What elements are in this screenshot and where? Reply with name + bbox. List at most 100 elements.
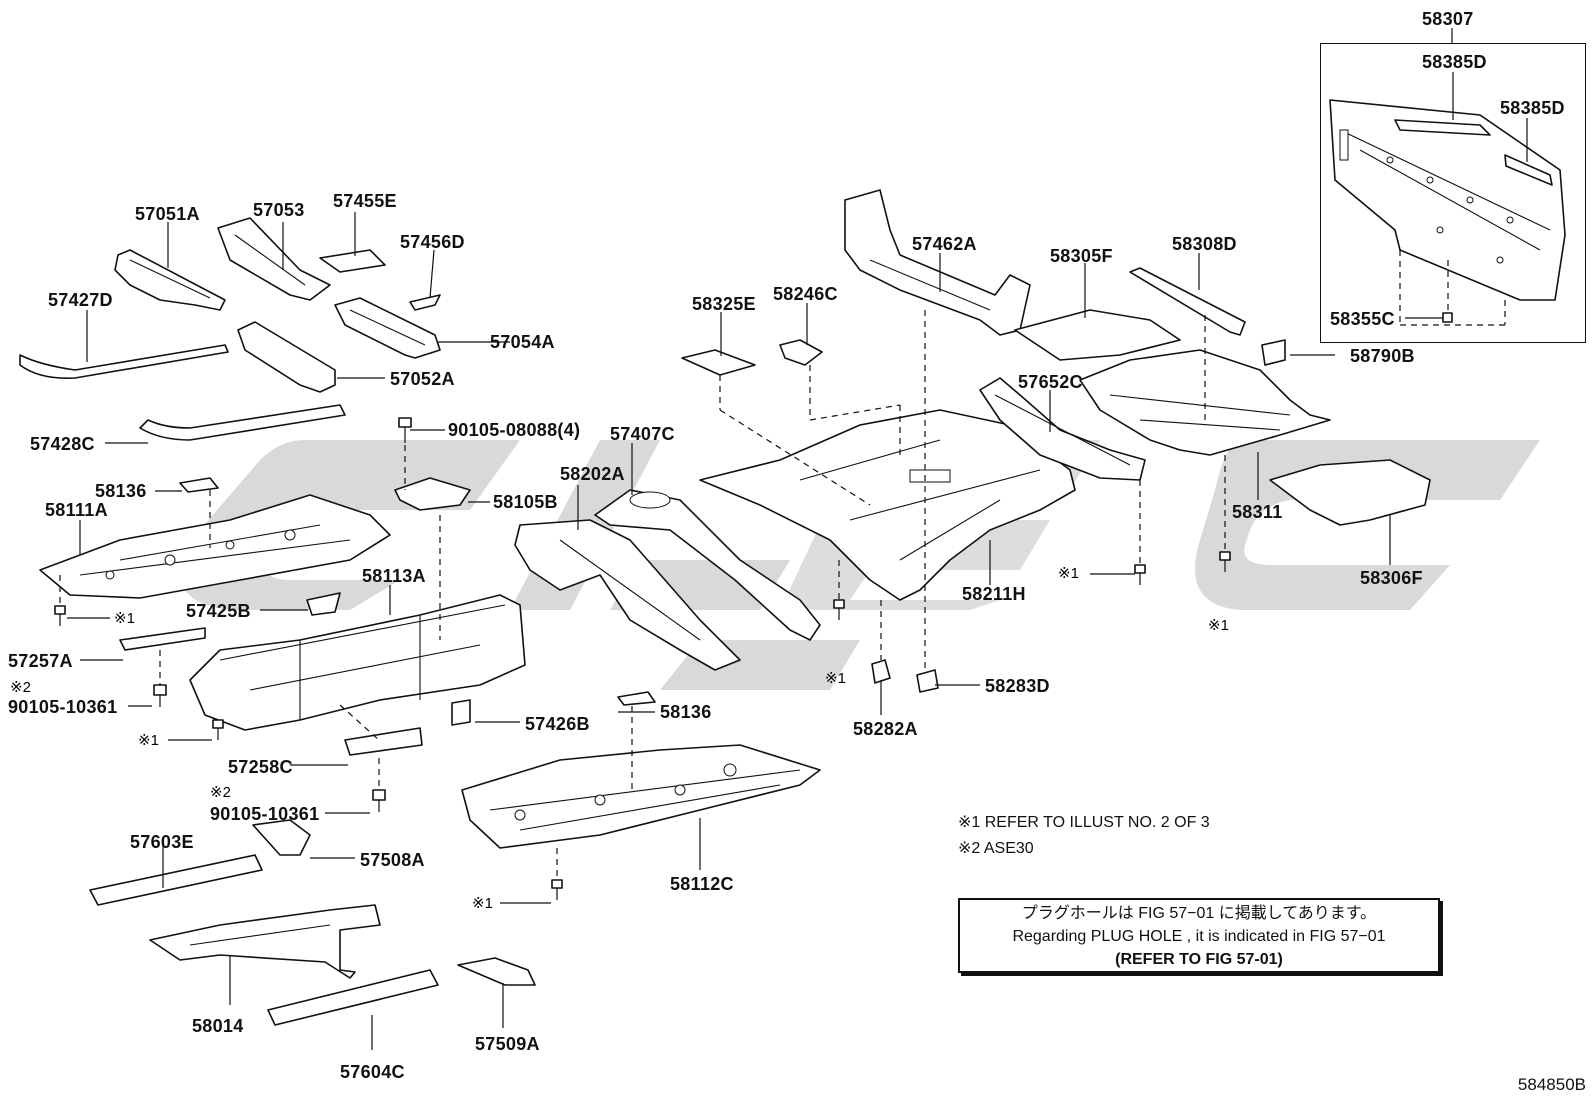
label-58211H[interactable]: 58211H bbox=[962, 584, 1026, 604]
label-58305F[interactable]: 58305F bbox=[1050, 246, 1113, 266]
part-58014-crossmember[interactable] bbox=[149, 904, 381, 979]
label-58282A[interactable]: 58282A bbox=[853, 719, 918, 739]
part-58325E-plate[interactable] bbox=[681, 349, 756, 376]
ref-mark: ※1 bbox=[1208, 617, 1229, 634]
part-58305F-panel[interactable] bbox=[1014, 309, 1181, 361]
label-58308D[interactable]: 58308D bbox=[1172, 234, 1237, 254]
part-58112C-floor-pan[interactable] bbox=[461, 744, 821, 849]
label-57407C[interactable]: 57407C bbox=[610, 424, 675, 444]
label-58246C[interactable]: 58246C bbox=[773, 284, 838, 304]
label-57462A[interactable]: 57462A bbox=[912, 234, 977, 254]
part-58306F-panel[interactable] bbox=[1269, 459, 1431, 526]
part-57053-bracket[interactable] bbox=[217, 217, 331, 301]
label-58385D-a[interactable]: 58385D bbox=[1422, 52, 1487, 72]
label-58385D-b[interactable]: 58385D bbox=[1500, 98, 1565, 118]
assembly-group-box bbox=[1320, 43, 1586, 343]
label-58113A[interactable]: 58113A bbox=[362, 566, 426, 586]
part-57258C-plate[interactable] bbox=[344, 727, 423, 756]
label-58311[interactable]: 58311 bbox=[1232, 502, 1283, 522]
label-57603E[interactable]: 57603E bbox=[130, 832, 194, 852]
part-57426B-bracket[interactable] bbox=[451, 699, 471, 726]
label-57456D[interactable]: 57456D bbox=[400, 232, 465, 252]
ref-mark: ※1 bbox=[825, 670, 846, 687]
label-58136-b[interactable]: 58136 bbox=[660, 702, 712, 722]
ref-mark: ※1 bbox=[1058, 565, 1079, 582]
part-57508A-bracket[interactable] bbox=[252, 819, 311, 856]
label-57051A[interactable]: 57051A bbox=[135, 204, 200, 224]
part-58105B-bracket[interactable] bbox=[394, 477, 471, 511]
part-58385D-reinforcement-b[interactable] bbox=[1504, 154, 1553, 186]
label-90105-08088[interactable]: 90105-08088(4) bbox=[448, 420, 580, 440]
part-58283D-clip[interactable] bbox=[916, 669, 939, 693]
part-58790B-bracket[interactable] bbox=[1261, 339, 1286, 366]
label-58355C[interactable]: 58355C bbox=[1330, 309, 1395, 329]
part-58113A-crossmember-floor[interactable] bbox=[189, 594, 526, 731]
label-57258C[interactable]: 57258C bbox=[228, 757, 293, 777]
part-58202A-wheel-house[interactable] bbox=[514, 519, 741, 671]
ref-mark: ※1 bbox=[114, 610, 135, 627]
part-57428C-sill[interactable] bbox=[139, 404, 346, 441]
part-58136-plate-a[interactable] bbox=[179, 477, 219, 493]
label-58306F[interactable]: 58306F bbox=[1360, 568, 1423, 588]
part-57427D-sill[interactable] bbox=[19, 344, 229, 380]
part-58111A-floor-pan[interactable] bbox=[39, 494, 391, 599]
label-57508A[interactable]: 57508A bbox=[360, 850, 425, 870]
part-57603E-rail[interactable] bbox=[89, 854, 263, 906]
label-57257A[interactable]: 57257A bbox=[8, 651, 73, 671]
part-58282A-clip[interactable] bbox=[871, 659, 891, 684]
part-57604C-rail[interactable] bbox=[267, 969, 439, 1026]
part-58311-floor-pan[interactable] bbox=[1079, 349, 1331, 456]
part-58136-plate-b[interactable] bbox=[617, 691, 656, 706]
part-number-labels: 58307 58385D 58385D 58355C 57051A 57053 … bbox=[8, 9, 1565, 1082]
part-57455E-plate[interactable] bbox=[319, 249, 386, 273]
part-57407C-wheel-house-outer[interactable] bbox=[594, 489, 821, 641]
part-57425B-bracket[interactable] bbox=[306, 592, 341, 616]
label-58325E[interactable]: 58325E bbox=[692, 294, 756, 314]
part-57054A-member[interactable] bbox=[334, 297, 441, 359]
reference-marks: ※1 ※2 ※1 ※2 ※1 ※1 ※1 ※1 bbox=[10, 565, 1229, 912]
label-57054A[interactable]: 57054A bbox=[490, 332, 555, 352]
drawing-code: 584850B bbox=[1517, 1075, 1586, 1094]
label-58105B[interactable]: 58105B bbox=[493, 492, 558, 512]
label-58307[interactable]: 58307 bbox=[1422, 9, 1474, 29]
part-58385D-reinforcement-a[interactable] bbox=[1394, 119, 1491, 136]
label-57425B[interactable]: 57425B bbox=[186, 601, 251, 621]
ref-mark: ※1 bbox=[472, 895, 493, 912]
part-57052A-member[interactable] bbox=[237, 321, 336, 393]
label-90105-10361-b[interactable]: 90105-10361 bbox=[210, 804, 319, 824]
part-57051A-member[interactable] bbox=[114, 249, 226, 311]
part-57257A-plate[interactable] bbox=[119, 627, 206, 651]
part-57456D-bracket[interactable] bbox=[409, 294, 441, 311]
label-57426B[interactable]: 57426B bbox=[525, 714, 590, 734]
part-58307-back-panel[interactable] bbox=[1329, 99, 1566, 301]
label-58283D[interactable]: 58283D bbox=[985, 676, 1050, 696]
label-57427D[interactable]: 57427D bbox=[48, 290, 113, 310]
ref-mark: ※1 bbox=[138, 732, 159, 749]
label-57509A[interactable]: 57509A bbox=[475, 1034, 540, 1054]
label-57652C[interactable]: 57652C bbox=[1018, 372, 1083, 392]
ref-mark: ※2 bbox=[210, 784, 231, 801]
label-58111A[interactable]: 58111A bbox=[45, 500, 108, 520]
notice-reference-link[interactable]: (REFER TO FIG 57-01) bbox=[1115, 951, 1283, 968]
label-58790B[interactable]: 58790B bbox=[1350, 346, 1415, 366]
part-58308D-member[interactable] bbox=[1129, 267, 1246, 336]
plug-hole-notice: プラグホールは FIG 57−01 に掲載してあります。 Regarding P… bbox=[958, 898, 1440, 973]
leader-lines bbox=[79, 28, 1528, 1050]
part-57509A-bracket[interactable] bbox=[457, 957, 536, 986]
label-57455E[interactable]: 57455E bbox=[333, 191, 397, 211]
label-58014[interactable]: 58014 bbox=[192, 1016, 244, 1036]
ref-mark: ※2 bbox=[10, 679, 31, 696]
part-57652C-member[interactable] bbox=[979, 377, 1146, 481]
label-58136-a[interactable]: 58136 bbox=[95, 481, 147, 501]
label-58112C[interactable]: 58112C bbox=[670, 874, 734, 894]
part-57462A-panel[interactable] bbox=[844, 189, 1031, 336]
part-58246C-bracket[interactable] bbox=[779, 339, 823, 366]
label-58202A[interactable]: 58202A bbox=[560, 464, 625, 484]
footnote-2: ※2 ASE30 bbox=[958, 840, 1034, 857]
label-57052A[interactable]: 57052A bbox=[390, 369, 455, 389]
label-90105-10361-a[interactable]: 90105-10361 bbox=[8, 697, 117, 717]
label-57604C[interactable]: 57604C bbox=[340, 1062, 405, 1082]
label-57428C[interactable]: 57428C bbox=[30, 434, 95, 454]
label-57053[interactable]: 57053 bbox=[253, 200, 305, 220]
